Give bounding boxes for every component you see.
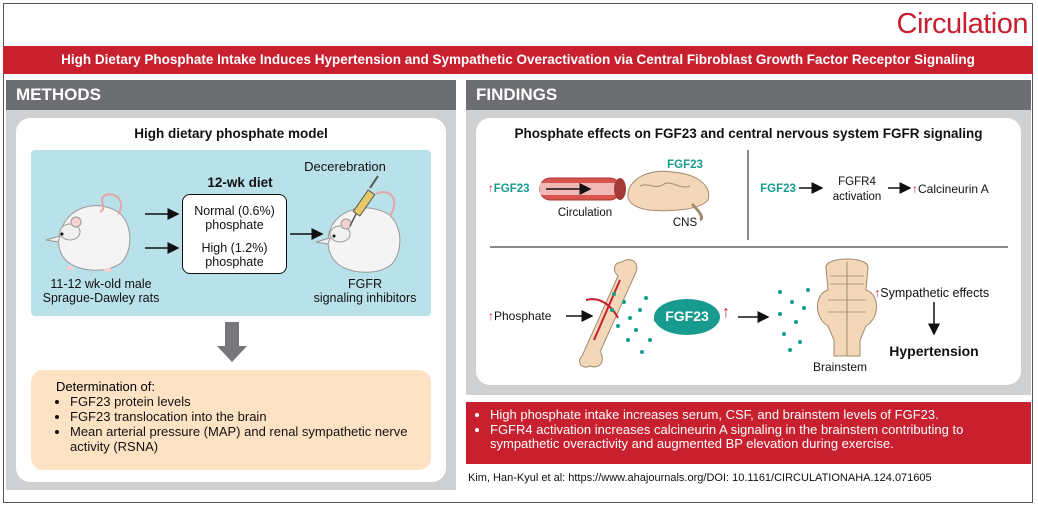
findings-header: FINDINGS	[466, 80, 1031, 110]
high-diet-line2: phosphate	[205, 255, 264, 269]
fgf23-oval-label: FGF23	[665, 308, 709, 324]
decerebration-label: Decerebration	[304, 159, 386, 174]
fgfr4-line1: FGFR4	[838, 176, 876, 188]
findings-card-title: Phosphate effects on FGF23 and central n…	[514, 126, 983, 141]
normal-diet-line2: phosphate	[205, 218, 264, 232]
hypertension-label: Hypertension	[889, 343, 979, 359]
findings-bullets: High phosphate intake increases serum, C…	[476, 407, 1030, 452]
circulation-label: Circulation	[557, 207, 613, 219]
fgf23-up-arrow: ↑	[722, 304, 730, 321]
model-title: High dietary phosphate model	[134, 126, 328, 141]
high-diet-line1: High (1.2%)	[201, 241, 268, 255]
list-item: FGF23 protein levels	[70, 394, 430, 409]
fgf23-oval	[654, 299, 720, 335]
brain-icon	[627, 170, 710, 222]
cns-label: CNS	[672, 217, 698, 229]
infographic-frame	[3, 3, 1033, 503]
citation: Kim, Han-Kyul et al: https://www.ahajour…	[468, 472, 932, 484]
inhibitors-line1: FGFR	[347, 277, 383, 291]
rats-line1: 11-12 wk-old male	[50, 277, 152, 291]
decerebrated-rat-icon	[315, 191, 401, 273]
up-arrow-icon: ↑	[488, 309, 494, 323]
list-item: FGFR4 activation increases calcineurin A…	[490, 422, 1030, 452]
journal-logo: Circulation	[896, 8, 1029, 40]
fgf23-top-label: FGF23	[667, 159, 703, 171]
fgf23-right-label: FGF23	[760, 183, 796, 195]
findings-summary: High phosphate intake increases serum, C…	[466, 402, 1031, 464]
list-item: High phosphate intake increases serum, C…	[490, 407, 1030, 423]
phosphate-label: ↑Phosphate	[488, 309, 552, 323]
determination-title: Determination of:	[56, 379, 155, 394]
brainstem-label: Brainstem	[812, 360, 868, 374]
calcineurin-label: ↑Calcineurin A	[912, 182, 989, 196]
fgf23-dots-right	[778, 288, 810, 352]
fgf23-circulating-label: ↑FGF23	[488, 183, 530, 195]
determination-box: Determination of: FGF23 protein levels F…	[31, 370, 431, 470]
list-item: Mean arterial pressure (MAP) and renal s…	[70, 424, 430, 454]
fgfr4-line2: activation	[832, 191, 882, 203]
list-item: FGF23 translocation into the brain	[70, 409, 430, 424]
inhibitors-line2: signaling inhibitors	[313, 291, 417, 305]
diet-options-box	[182, 194, 287, 274]
rats-line2: Sprague-Dawley rats	[42, 291, 160, 305]
normal-diet-line1: Normal (0.6%)	[194, 204, 275, 218]
page-title: High Dietary Phosphate Intake Induces Hy…	[3, 46, 1033, 74]
diet-title: 12-wk diet	[207, 175, 273, 190]
up-arrow-icon: ↑	[912, 182, 918, 196]
syringe-icon	[349, 175, 379, 227]
sympathetic-label: ↑Sympathetic effects	[874, 286, 990, 300]
rat-icon	[45, 193, 131, 272]
determination-list: FGF23 protein levels FGF23 translocation…	[56, 394, 430, 454]
methods-header: METHODS	[6, 80, 456, 110]
brainstem-icon	[817, 258, 877, 357]
down-arrow	[217, 322, 247, 362]
up-arrow-icon: ↑	[488, 183, 494, 195]
up-arrow-icon: ↑	[874, 286, 881, 300]
bone-icon	[579, 259, 638, 368]
